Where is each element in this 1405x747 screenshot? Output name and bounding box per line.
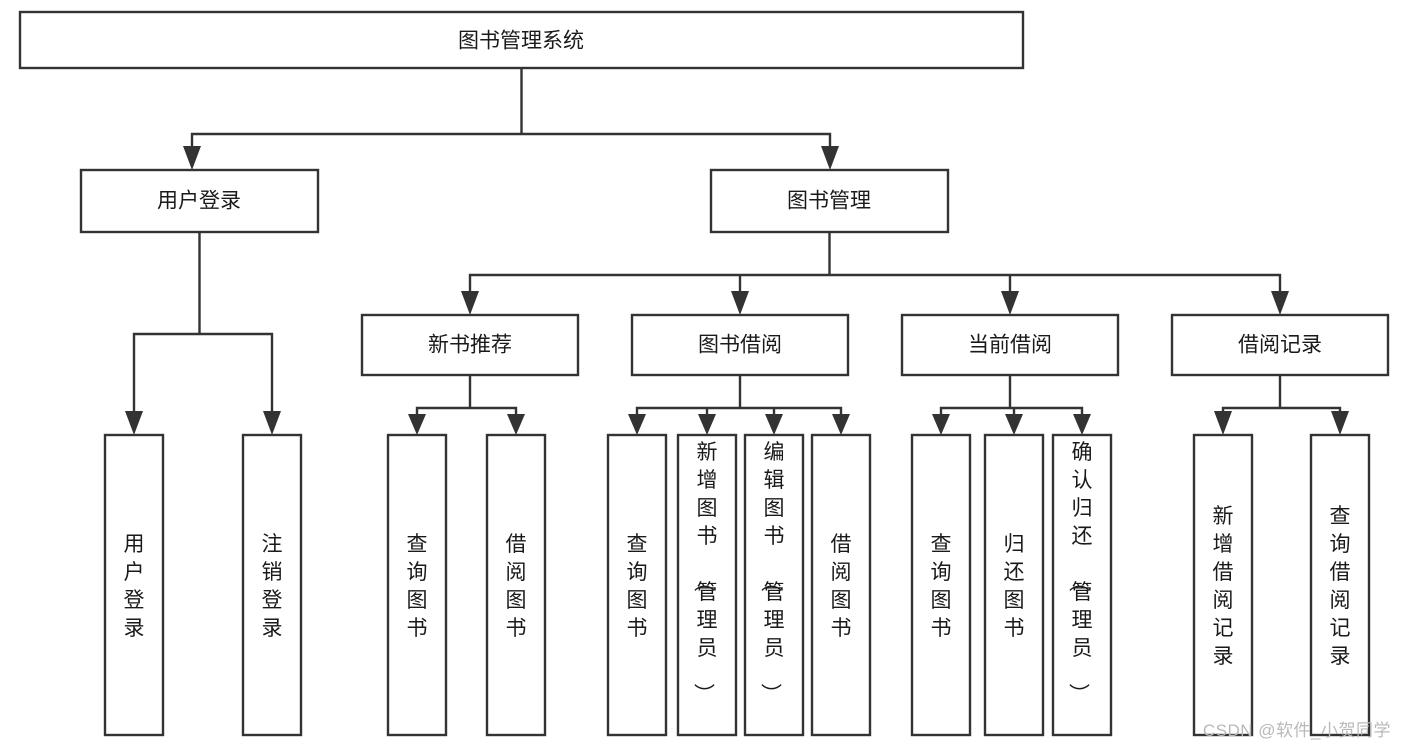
leaf-query-book-current-label: 查询图书 <box>931 533 952 640</box>
node-user-login-box[interactable] <box>79 168 320 234</box>
node-root-box[interactable] <box>18 10 1025 70</box>
leaf-edit-book-admin-box[interactable] <box>743 433 805 737</box>
arrow-icon <box>765 414 783 435</box>
leaf-return-book[interactable]: 归还图书 <box>983 433 1045 737</box>
edge-newbook-to-leaves <box>415 373 518 427</box>
leaf-borrow-book[interactable]: 借阅图书 <box>810 433 872 737</box>
arrow-icon <box>1005 414 1023 435</box>
leaf-node-layer: 用户登录 注销登录 查询图书 借阅图书 查询图书 新增图书（管理员） 编辑图书（管理员） 借阅… <box>103 433 1371 737</box>
node-root[interactable]: 图书管理系统 <box>18 10 1025 70</box>
leaf-query-book-borrow-box[interactable] <box>606 433 668 737</box>
node-root-label: 图书管理系统 <box>458 30 584 53</box>
arrow-icon <box>263 411 281 435</box>
leaf-return-book-box[interactable] <box>983 433 1045 737</box>
leaf-confirm-return-admin-label: 确认归还（管理员） <box>1067 441 1093 704</box>
leaf-query-borrow-record-label: 查询借阅记录 <box>1330 505 1351 668</box>
connector-lines <box>132 66 1342 427</box>
arrow-heads <box>125 146 1349 435</box>
leaf-logout-login-label: 注销登录 <box>262 533 283 640</box>
edge-userlogin-to-leaves <box>132 230 274 427</box>
node-current-borrow[interactable]: 当前借阅 <box>900 313 1120 377</box>
node-book-borrow-box[interactable] <box>630 313 850 377</box>
node-new-book-recommend-label: 新书推荐 <box>428 334 512 357</box>
leaf-add-book-admin-label: 新增图书（管理员） <box>692 441 718 704</box>
node-book-borrow[interactable]: 图书借阅 <box>630 313 850 377</box>
node-book-manage-label: 图书管理 <box>787 190 871 213</box>
arrow-icon <box>698 414 716 435</box>
leaf-borrow-book-box[interactable] <box>810 433 872 737</box>
leaf-logout-login-box[interactable] <box>241 433 303 737</box>
arrow-icon <box>125 411 143 435</box>
arrow-icon <box>461 291 479 315</box>
node-current-borrow-box[interactable] <box>900 313 1120 377</box>
leaf-query-book-current[interactable]: 查询图书 <box>910 433 972 737</box>
arrow-icon <box>731 291 749 315</box>
edge-root-to-level2 <box>190 66 832 162</box>
leaf-add-borrow-record-box[interactable] <box>1192 433 1254 737</box>
node-book-borrow-label: 图书借阅 <box>698 334 782 357</box>
arrow-icon <box>1001 291 1019 315</box>
arrow-icon <box>1271 291 1289 315</box>
leaf-edit-book-admin-label: 编辑图书（管理员） <box>759 441 785 704</box>
leaf-query-book-rec-box[interactable] <box>386 433 448 737</box>
arrow-icon <box>628 414 646 435</box>
leaf-query-borrow-record-box[interactable] <box>1309 433 1371 737</box>
arrow-icon <box>1214 411 1232 435</box>
leaf-borrow-book-rec[interactable]: 借阅图书 <box>485 433 547 737</box>
leaf-borrow-book-rec-label: 借阅图书 <box>506 533 527 640</box>
arrow-icon <box>821 146 839 170</box>
arrow-icon <box>832 414 850 435</box>
leaf-edit-book-admin[interactable]: 编辑图书（管理员） <box>743 433 805 737</box>
node-book-manage[interactable]: 图书管理 <box>709 168 950 234</box>
leaf-query-book-borrow-label: 查询图书 <box>627 533 648 640</box>
leaf-user-login[interactable]: 用户登录 <box>103 433 165 737</box>
edge-bookmanage-to-level3 <box>468 230 1282 307</box>
node-borrow-record[interactable]: 借阅记录 <box>1170 313 1390 377</box>
leaf-confirm-return-admin-box[interactable] <box>1051 433 1113 737</box>
arrow-icon <box>932 414 950 435</box>
leaf-borrow-book-rec-box[interactable] <box>485 433 547 737</box>
arrow-icon <box>408 414 426 435</box>
leaf-query-book-rec-label: 查询图书 <box>407 533 428 640</box>
node-current-borrow-label: 当前借阅 <box>968 334 1052 357</box>
leaf-query-book-borrow[interactable]: 查询图书 <box>606 433 668 737</box>
leaf-query-book-rec[interactable]: 查询图书 <box>386 433 448 737</box>
edge-bookborrow-to-leaves <box>635 373 843 427</box>
node-user-login[interactable]: 用户登录 <box>79 168 320 234</box>
leaf-return-book-label: 归还图书 <box>1004 533 1025 640</box>
leaf-query-borrow-record[interactable]: 查询借阅记录 <box>1309 433 1371 737</box>
node-user-login-label: 用户登录 <box>157 190 241 213</box>
csdn-watermark: CSDN @软件_小贺同学 <box>1202 721 1391 740</box>
leaf-add-borrow-record-label: 新增借阅记录 <box>1213 505 1234 668</box>
arrow-icon <box>1073 414 1091 435</box>
arrow-icon <box>183 146 201 170</box>
leaf-user-login-box[interactable] <box>103 433 165 737</box>
node-new-book-recommend[interactable]: 新书推荐 <box>360 313 580 377</box>
node-borrow-record-label: 借阅记录 <box>1238 334 1322 357</box>
leaf-query-book-current-box[interactable] <box>910 433 972 737</box>
edge-borrowrecord-to-leaves <box>1221 373 1342 427</box>
node-book-manage-box[interactable] <box>709 168 950 234</box>
leaf-add-borrow-record[interactable]: 新增借阅记录 <box>1192 433 1254 737</box>
arrow-icon <box>507 414 525 435</box>
node-borrow-record-box[interactable] <box>1170 313 1390 377</box>
leaf-add-book-admin[interactable]: 新增图书（管理员） <box>676 433 738 737</box>
arrow-icon <box>1331 411 1349 435</box>
leaf-confirm-return-admin[interactable]: 确认归还（管理员） <box>1051 433 1113 737</box>
leaf-logout-login[interactable]: 注销登录 <box>241 433 303 737</box>
leaf-user-login-label: 用户登录 <box>124 533 145 640</box>
node-new-book-recommend-box[interactable] <box>360 313 580 377</box>
leaf-add-book-admin-box[interactable] <box>676 433 738 737</box>
leaf-borrow-book-label: 借阅图书 <box>831 533 852 640</box>
